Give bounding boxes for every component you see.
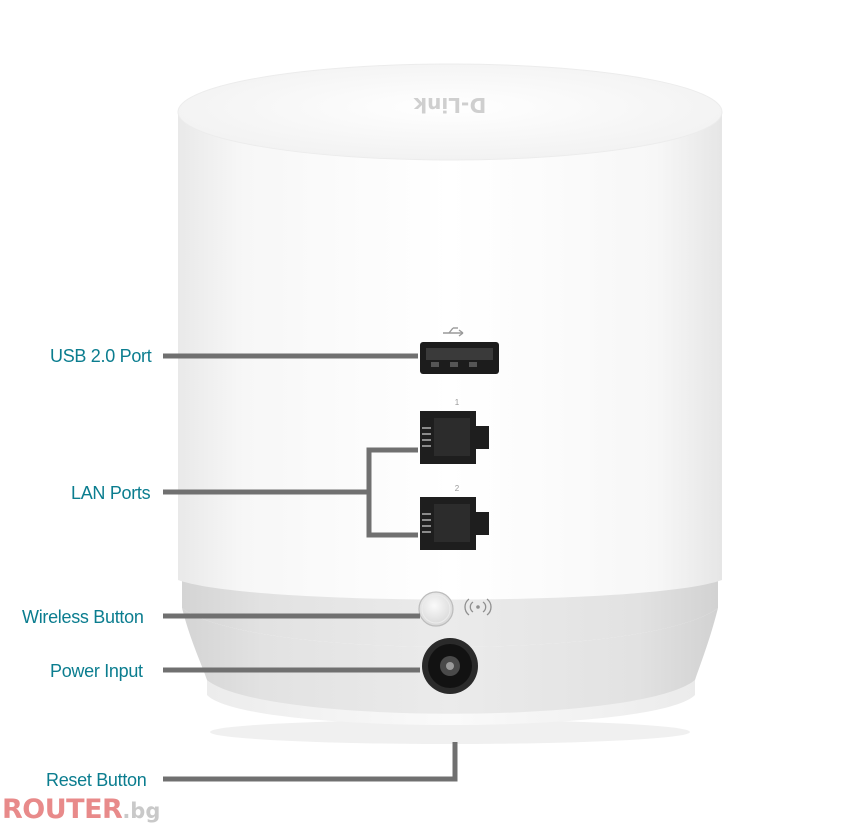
lan-port-2	[420, 497, 489, 550]
usb-symbol-icon	[443, 327, 464, 337]
leader-lines	[163, 353, 458, 782]
usb-port	[420, 342, 499, 374]
device-shadow	[210, 720, 690, 744]
device-top	[177, 63, 723, 161]
watermark: ROUTER.bg	[2, 794, 160, 825]
watermark-sub: .bg	[122, 799, 161, 823]
callout-reset-button: Reset Button	[46, 770, 147, 790]
wireless-symbol-icon	[464, 598, 492, 616]
callout-power-input: Power Input	[50, 661, 143, 681]
device-logo: D-Link	[413, 93, 486, 117]
lan-leader-bracket	[366, 447, 418, 538]
watermark-main: ROUTER	[2, 794, 123, 825]
reset-leader-line	[163, 742, 458, 782]
wireless-button-hw	[418, 591, 454, 627]
lan-port-2-label: 2	[455, 484, 460, 493]
power-input-jack	[422, 638, 478, 694]
callout-wireless-button: Wireless Button	[22, 607, 144, 627]
callout-usb-port: USB 2.0 Port	[50, 346, 152, 366]
callout-lan-ports: LAN Ports	[71, 483, 151, 503]
lan-port-1	[420, 411, 489, 464]
lan-port-1-label: 1	[455, 398, 460, 407]
